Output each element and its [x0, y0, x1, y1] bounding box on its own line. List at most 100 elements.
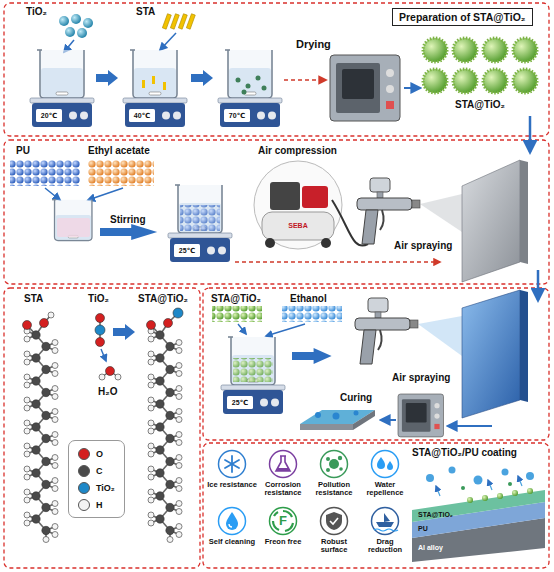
icon-circle [270, 508, 297, 535]
legend-row: TiO₂ [78, 479, 115, 496]
spray-coating-illustration [448, 425, 492, 427]
stsa-prep-illustration [236, 78, 241, 83]
spray-coating-illustration [355, 298, 418, 364]
atom [166, 480, 174, 488]
atom [166, 388, 174, 396]
atom [156, 354, 164, 362]
atom [42, 480, 50, 488]
stsa-prep-illustration [513, 69, 537, 93]
atom [148, 474, 154, 480]
pu-coating-illustration [270, 182, 300, 210]
molecule-illustration [106, 367, 115, 376]
pu-coating-illustration [265, 238, 275, 248]
coating-layers-illustration [512, 490, 518, 496]
icon-circle [384, 513, 390, 522]
icon-circle [329, 459, 339, 469]
atom [156, 469, 164, 477]
atom [24, 520, 30, 526]
coating-layers-illustration [436, 476, 522, 496]
atom [24, 474, 30, 480]
property-icon: Water repellence [360, 449, 410, 498]
stsa-prep-illustration [123, 98, 187, 127]
stsa-prep-illustration [160, 33, 176, 50]
molecule-illustration [96, 338, 105, 347]
panel-frame [4, 140, 549, 284]
spray-coating-illustration [353, 410, 375, 430]
atom [32, 492, 40, 500]
atom [52, 432, 58, 438]
stsa-prep-illustration [513, 38, 537, 62]
icon-circle [326, 468, 330, 472]
legend-text: H [96, 500, 103, 510]
icon-label: Drag reduction [360, 538, 410, 555]
spray-coating-illustration [381, 419, 396, 421]
spray-coating-illustration [292, 348, 332, 364]
icon-label: Robust surface [309, 538, 359, 555]
atom [52, 394, 58, 400]
legend-text: TiO₂ [96, 483, 115, 493]
icon-circle [377, 457, 385, 469]
atom [42, 365, 50, 373]
legend-swatch [78, 499, 90, 511]
spray-coating-illustration [266, 324, 305, 336]
icon-circle [226, 512, 238, 530]
atom [148, 405, 154, 411]
icon-label: Water repellence [360, 481, 410, 498]
atom [166, 411, 174, 419]
atom [32, 354, 40, 362]
label-text: PU [418, 525, 428, 533]
icon-circle [225, 460, 239, 468]
atom [148, 520, 154, 526]
atom [42, 411, 50, 419]
icon-circle [374, 529, 398, 531]
icon-circle [387, 461, 393, 470]
label-text: Air spraying [394, 240, 452, 252]
property-icon: Drag reduction [360, 506, 410, 555]
spray-coating-illustration [462, 290, 520, 418]
icon-circle [319, 449, 349, 479]
property-icon: Robust surface [309, 506, 359, 555]
stsa-prep-illustration [483, 38, 507, 62]
atom [148, 428, 154, 434]
pu-coating-illustration [180, 205, 220, 231]
atom [24, 374, 30, 380]
spray-coating-illustration [212, 290, 528, 437]
atom [52, 348, 58, 354]
atom [156, 377, 164, 385]
stsa-prep-illustration [163, 82, 166, 90]
atom [24, 351, 30, 357]
icon-circle [372, 451, 399, 478]
legend-box: OCTiO₂H [68, 440, 125, 518]
atom [52, 386, 58, 392]
alkyl-chain [23, 308, 184, 543]
stsa-prep-illustration [77, 28, 87, 38]
pu-coating-illustration [52, 200, 92, 241]
title-text: Preparation of STA@TiO₂ [399, 11, 526, 23]
spray-coating-illustration [315, 412, 321, 418]
atom [32, 331, 40, 339]
panel-frame [203, 443, 549, 568]
atom [42, 388, 50, 396]
spray-coating-illustration [233, 358, 273, 382]
label-text: STA@TiO₂ [455, 99, 505, 111]
icon-circle [326, 457, 330, 461]
atom [167, 537, 173, 543]
label-text: STA [136, 6, 155, 18]
pu-coating-illustration [45, 188, 60, 200]
atom [52, 509, 58, 515]
icon-circle [225, 460, 239, 468]
atom [48, 312, 54, 318]
stsa-prep-illustration [246, 84, 251, 89]
property-icon: Ice resistance [207, 449, 257, 489]
stsa-prep-illustration [284, 79, 326, 81]
atom [176, 394, 182, 400]
pu-coating-illustration [302, 186, 328, 208]
label-text: SEBA [288, 222, 307, 230]
stsa-prep-illustration [178, 14, 187, 29]
icon-circle [217, 506, 247, 536]
icon-circle [330, 518, 338, 524]
stsa-prep-illustration [65, 27, 75, 37]
spray-coating-illustration [520, 290, 528, 402]
atom [32, 446, 40, 454]
